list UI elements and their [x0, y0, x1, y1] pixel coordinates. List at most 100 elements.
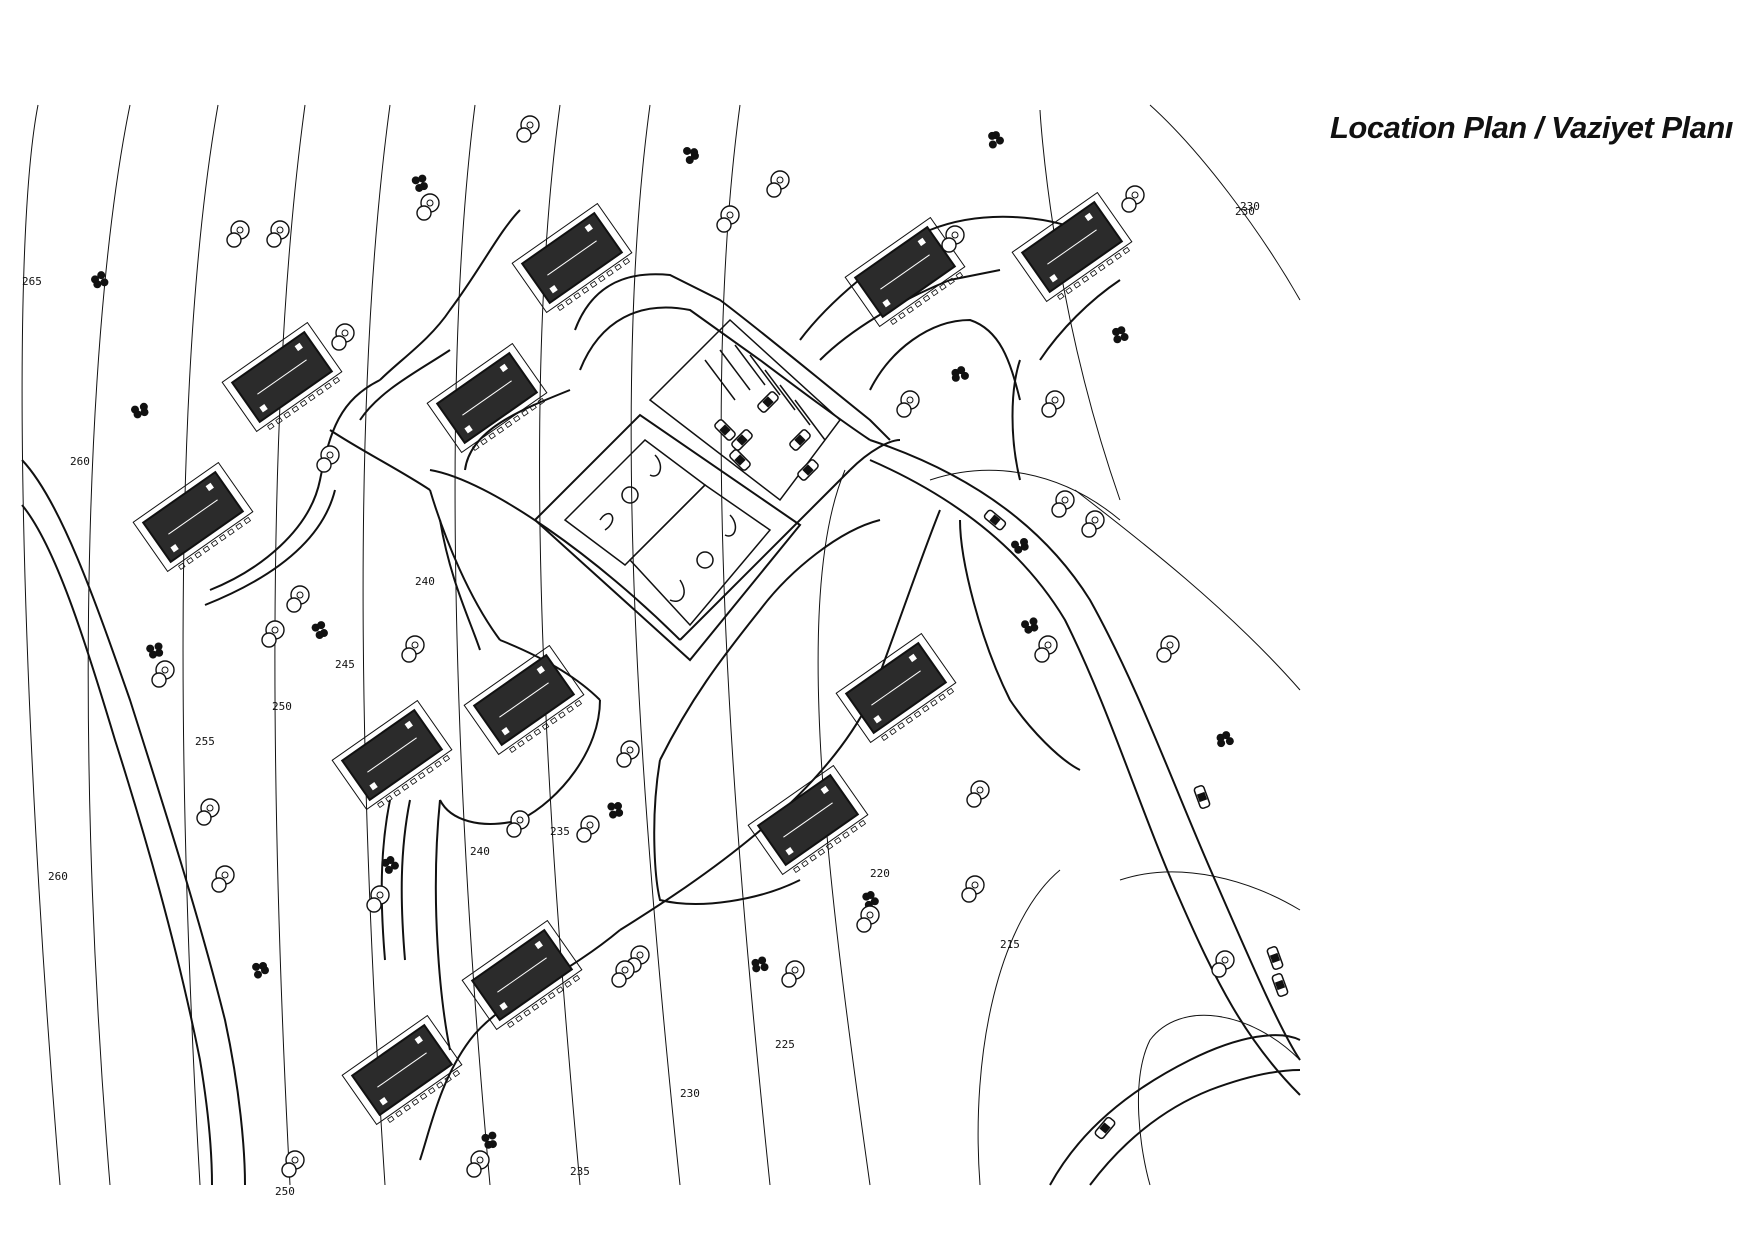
car-icon [731, 429, 753, 451]
house-group [132, 191, 1133, 1126]
house-icon [221, 321, 343, 433]
house-icon [331, 699, 453, 811]
shrub-icon [951, 366, 969, 382]
tree-icon [1211, 950, 1235, 978]
house-icon [1011, 191, 1133, 303]
contour-label: 235 [570, 1165, 590, 1178]
tree-icon [506, 810, 530, 838]
contour-label: 265 [22, 275, 42, 288]
tree-icon [1156, 635, 1180, 663]
tree-icon [896, 390, 920, 418]
house-icon [426, 342, 548, 454]
tree-icon [716, 205, 740, 233]
house-icon [511, 202, 633, 314]
car-icon [757, 391, 779, 413]
tree-icon [1051, 490, 1075, 518]
contour-label: 245 [335, 658, 355, 671]
contour-label: 260 [48, 870, 68, 883]
car-icon [714, 419, 736, 441]
car-icon [729, 449, 751, 471]
shrub-icon [1112, 326, 1129, 344]
contour-label: 255 [195, 735, 215, 748]
basketball-court-icon [533, 413, 802, 662]
road-network [21, 439, 1301, 1186]
tree-icon [1121, 185, 1145, 213]
car-icon [1193, 785, 1211, 809]
contour-label: 260 [70, 455, 90, 468]
shrub-icon [1021, 617, 1039, 634]
contour-label: 230 [680, 1087, 700, 1100]
shrub-icon [411, 174, 428, 192]
access-roads [204, 209, 1121, 961]
tree-icon [466, 1150, 490, 1178]
contour-label: 220 [870, 867, 890, 880]
house-icon [835, 632, 957, 744]
contour-label: 240 [470, 845, 490, 858]
central-complex [419, 273, 1081, 1161]
tree-icon [961, 875, 985, 903]
tree-icon [261, 620, 285, 648]
tree-icon [286, 585, 310, 613]
tree-icon [616, 740, 640, 768]
contour-label: 235 [550, 825, 570, 838]
contour-label: 230 [1240, 200, 1260, 213]
shrub-icon [1011, 537, 1029, 554]
tree-icon [196, 798, 220, 826]
tree-icon [941, 225, 965, 253]
tree-icon [401, 635, 425, 663]
contour-label: 225 [775, 1038, 795, 1051]
shrub-icon [381, 856, 399, 874]
tree-icon [576, 815, 600, 843]
tree-icon [856, 905, 880, 933]
house-icon [747, 764, 869, 876]
tree-icon [1081, 510, 1105, 538]
shrub-icon [311, 621, 328, 639]
tree-icon [151, 660, 175, 688]
car-icon [983, 509, 1007, 531]
tree-icon [516, 115, 540, 143]
parking-area [648, 318, 842, 502]
tree-icon [316, 445, 340, 473]
car-icon [797, 459, 819, 481]
car-icon [1094, 1116, 1116, 1140]
contour-label-group: 2652602602552502452402402352352302302252… [22, 200, 1260, 1198]
tree-icon [331, 323, 355, 351]
shrub-icon [751, 956, 769, 973]
tree-icon [966, 780, 990, 808]
contour-label: 215 [1000, 938, 1020, 951]
house-icon [132, 461, 254, 573]
shrub-icon [146, 642, 164, 659]
house-icon [461, 919, 583, 1031]
shrub-icon [481, 1131, 497, 1149]
tree-icon [211, 865, 235, 893]
house-icon [463, 644, 585, 756]
car-icon [1266, 946, 1284, 970]
tree-icon [781, 960, 805, 988]
tree-icon [766, 170, 790, 198]
contour-label: 250 [272, 700, 292, 713]
tree-icon [611, 960, 635, 988]
tree-icon [266, 220, 290, 248]
tree-icon [226, 220, 250, 248]
car-icon [789, 429, 811, 451]
tree-icon [1034, 635, 1058, 663]
tree-icon [1041, 390, 1065, 418]
car-group [714, 391, 1289, 1140]
contour-label: 230 [1235, 205, 1255, 218]
shrub-icon [131, 402, 149, 419]
contour-lines [21, 104, 1301, 1186]
shrub-icon [607, 802, 624, 819]
shrub-icon [91, 271, 109, 289]
shrub-icon [683, 146, 699, 164]
tree-icon [366, 885, 390, 913]
tree-icon [281, 1150, 305, 1178]
shrub-icon [1216, 731, 1234, 748]
contour-label: 240 [415, 575, 435, 588]
page-title: Location Plan / Vaziyet Planı [1330, 110, 1733, 145]
car-icon [1271, 973, 1289, 997]
tree-icon [416, 193, 440, 221]
shrub-icon [988, 131, 1004, 149]
house-icon [341, 1014, 463, 1126]
shrub-icon [252, 962, 269, 979]
